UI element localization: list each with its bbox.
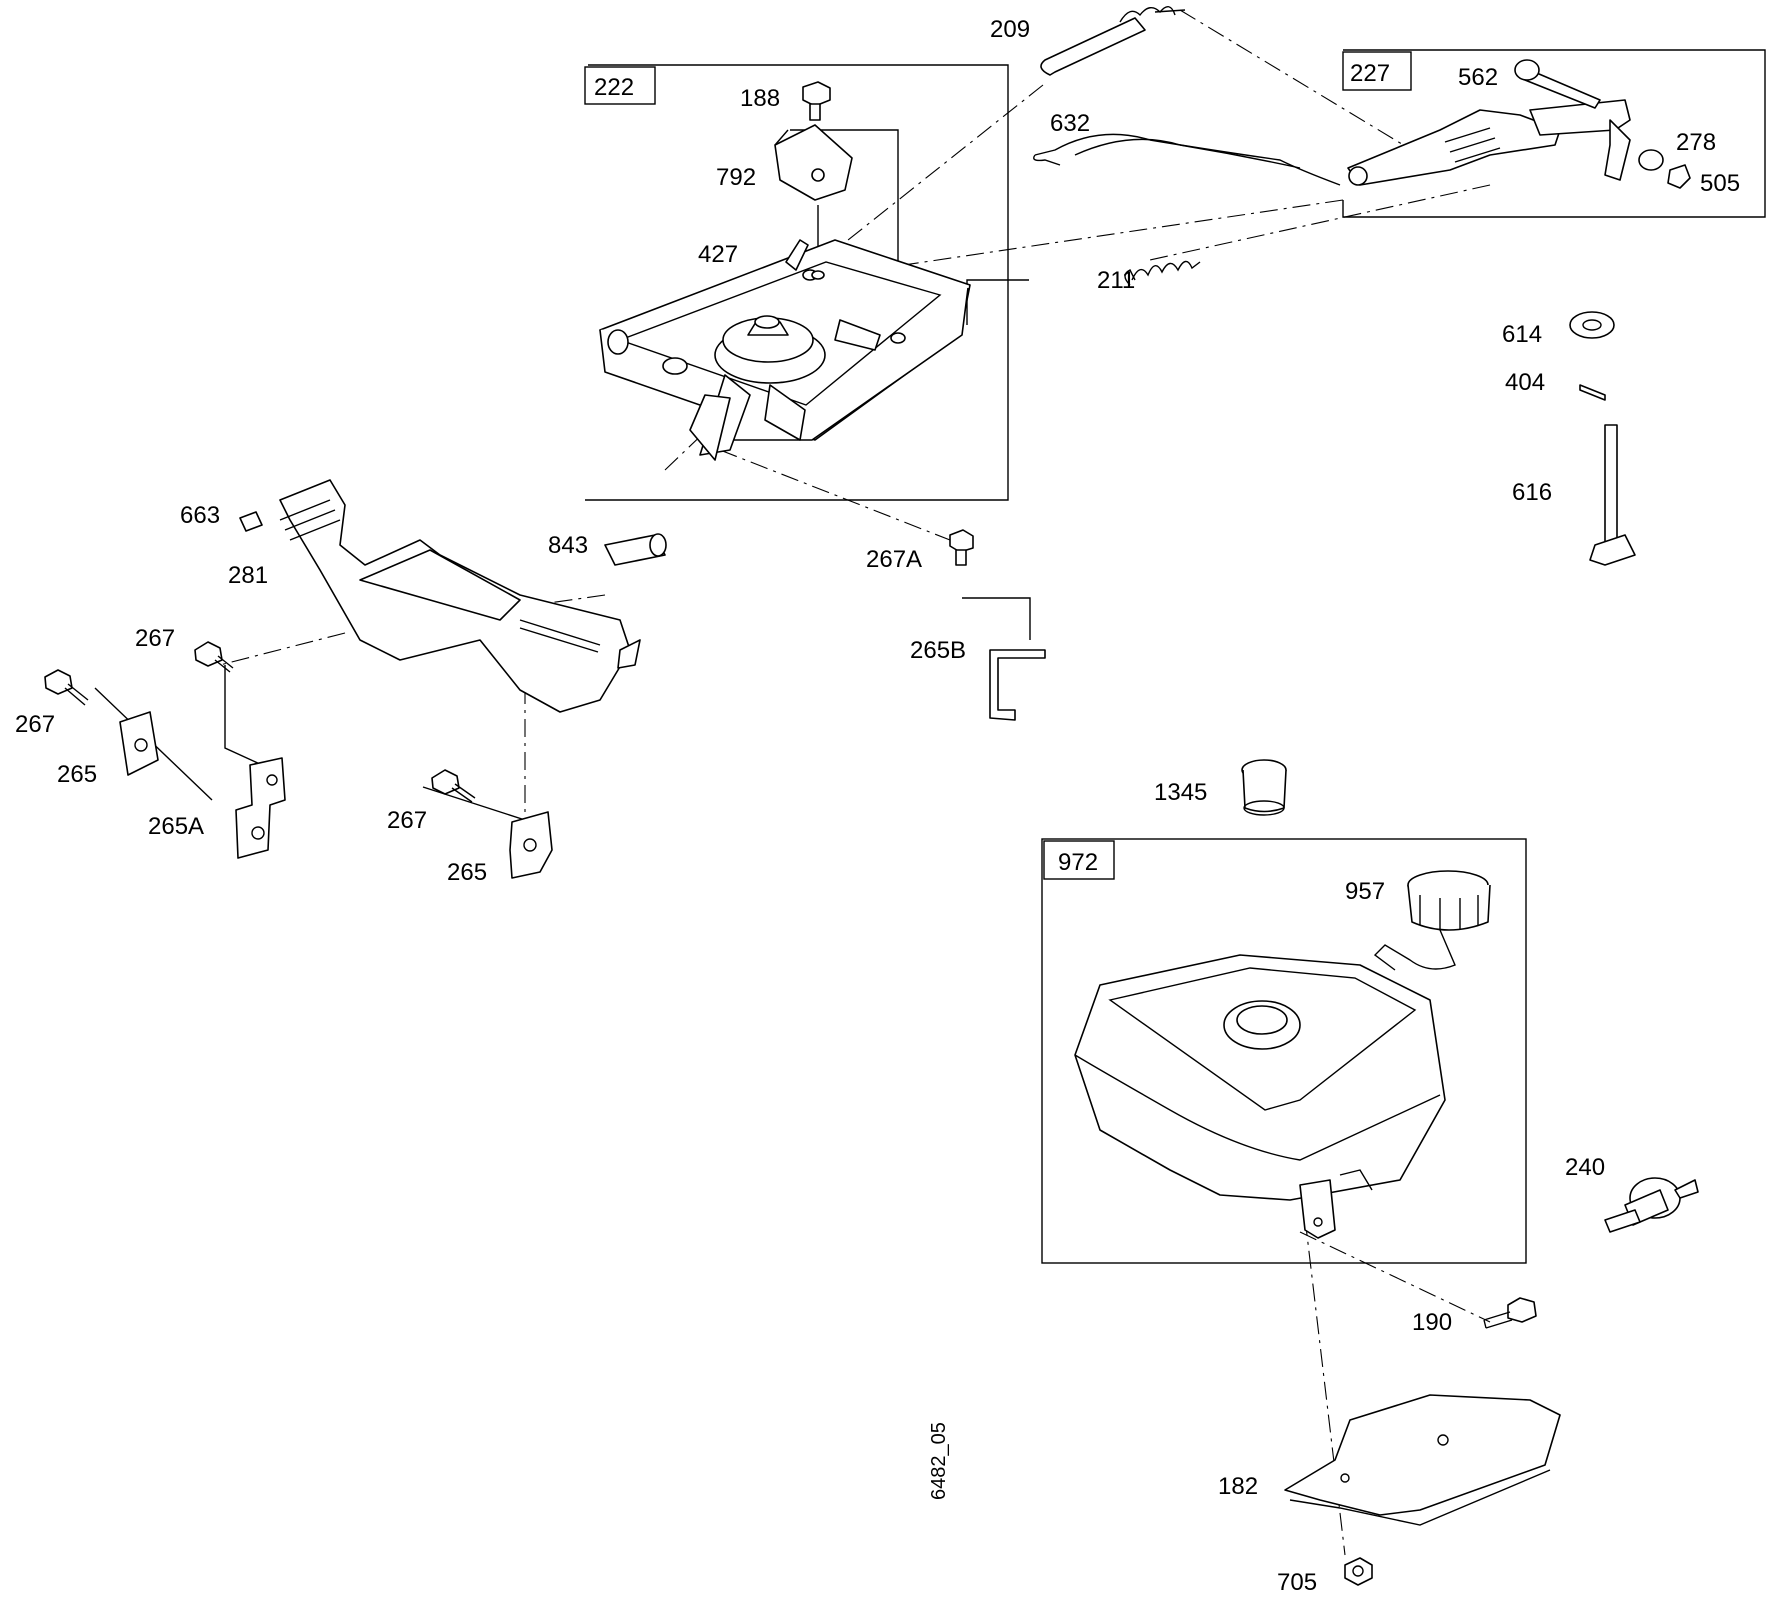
callout-957: 957: [1345, 878, 1385, 905]
fuel-tank-972: [1074, 954, 1446, 1239]
bracket-265B: [989, 649, 1046, 721]
control-bracket-222: [599, 239, 971, 461]
callout-240: 240: [1565, 1154, 1605, 1181]
callout-404: 404: [1505, 369, 1545, 396]
callout-632: 632: [1050, 110, 1090, 137]
callout-278: 278: [1676, 129, 1716, 156]
group-227-frame: 227: [1342, 49, 1766, 218]
fuel-cap-957: [1373, 870, 1491, 971]
callout-209: 209: [990, 16, 1030, 43]
callout-843: 843: [548, 532, 588, 559]
callout-190: 190: [1412, 1309, 1452, 1336]
callout-792: 792: [716, 164, 756, 191]
nut-705: [1344, 1557, 1373, 1586]
clip-265A: [235, 757, 286, 859]
callout-265-lower: 265: [447, 859, 487, 886]
callout-265A: 265A: [148, 813, 204, 840]
group-972-frame: 972: [1041, 838, 1527, 1264]
callout-427: 427: [698, 241, 738, 268]
bolt-267A: [949, 529, 974, 566]
callout-562: 562: [1458, 64, 1498, 91]
plate-792: [774, 124, 853, 201]
group-972-label: 972: [1058, 849, 1098, 876]
group-222-label: 222: [594, 74, 634, 101]
callout-182: 182: [1218, 1473, 1258, 1500]
lever-227: [1347, 59, 1691, 189]
callout-267-left: 267: [15, 711, 55, 738]
washer-614: [1569, 311, 1615, 339]
strainer-1345: [1241, 759, 1287, 816]
pin-404: [1579, 384, 1606, 401]
bolt-267-a: [194, 641, 234, 673]
callout-265-left: 265: [57, 761, 97, 788]
valve-240: [1604, 1177, 1699, 1233]
callout-267-lower: 267: [387, 807, 427, 834]
group-227-label: 227: [1350, 60, 1390, 87]
cable-632: [1033, 133, 1341, 186]
leader-lines: [94, 129, 1031, 821]
clip-265-b: [509, 811, 553, 879]
assembly-lines: [219, 9, 1541, 1556]
screw-190: [1483, 1297, 1537, 1329]
callout-705: 705: [1277, 1569, 1317, 1596]
panel-281: [279, 479, 641, 713]
callout-281: 281: [228, 562, 268, 589]
spring-209: [1040, 6, 1186, 76]
callout-211: 211: [1097, 267, 1135, 294]
bolt-188: [802, 81, 831, 121]
callout-267A: 267A: [866, 546, 922, 573]
callout-265B: 265B: [910, 637, 966, 664]
callout-614: 614: [1502, 321, 1542, 348]
clip-265-a: [119, 711, 159, 776]
callout-267-upper: 267: [135, 625, 175, 652]
callout-1345: 1345: [1154, 779, 1207, 806]
callout-188: 188: [740, 85, 780, 112]
bracket-182: [1284, 1394, 1561, 1526]
sleeve-843: [604, 533, 667, 566]
group-222-frame: 222: [584, 64, 1009, 501]
callout-616: 616: [1512, 479, 1552, 506]
shaft-616: [1589, 424, 1636, 566]
spring-211: [1124, 260, 1201, 286]
callout-labels: 209 562 188 632 278 505 792 427 211 614 …: [15, 16, 1740, 1596]
screw-663: [239, 511, 263, 532]
bolt-267-b: [44, 669, 89, 706]
drawing-code: 6482_05: [928, 1422, 950, 1500]
bolt-267-c: [431, 769, 476, 803]
callout-505: 505: [1700, 170, 1740, 197]
callout-663: 663: [180, 502, 220, 529]
